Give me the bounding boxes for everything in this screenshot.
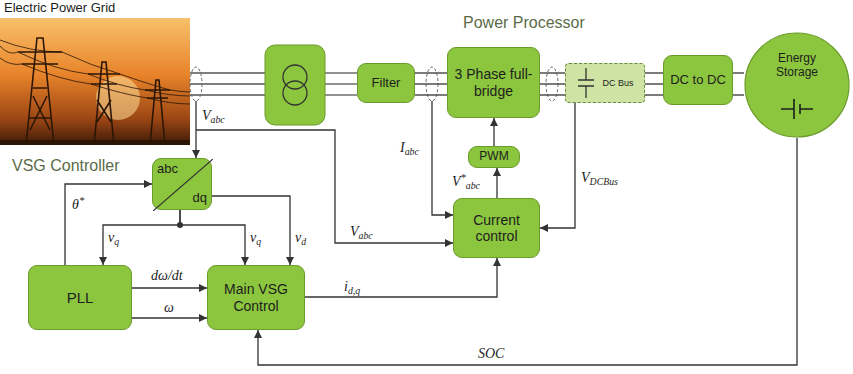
signal-name: SOC xyxy=(478,346,504,361)
signal-name-part: d,q xyxy=(348,285,360,296)
connector xyxy=(132,287,207,288)
signal-name-part: q xyxy=(114,236,119,247)
connector xyxy=(103,210,180,265)
signal-name: vq xyxy=(250,230,261,248)
node-text: DC Bus xyxy=(602,78,633,88)
connector xyxy=(493,118,494,146)
signal-name-part: abc xyxy=(211,114,225,125)
signal-name-part: V xyxy=(350,224,359,239)
capacitor-symbol xyxy=(576,68,596,98)
process-box: Filter xyxy=(357,63,415,103)
battery-plates xyxy=(781,99,813,119)
signal-name: dω/dt xyxy=(151,268,183,283)
signal-name-part: * xyxy=(79,195,84,206)
node-text: dq xyxy=(193,191,207,206)
connector xyxy=(212,196,290,265)
panel-outline xyxy=(342,10,792,267)
divider-line xyxy=(153,159,213,211)
signal-name-part: V xyxy=(581,170,590,185)
dc-bus-box: DC Bus xyxy=(565,63,645,103)
node-text: abc xyxy=(157,162,178,177)
connector xyxy=(645,72,663,73)
node-text: PWM xyxy=(479,150,508,164)
panel-heading: Power Processor xyxy=(463,14,585,32)
signal-name-part: v xyxy=(295,230,301,245)
signal-name-part: V xyxy=(452,174,461,189)
connector xyxy=(733,72,744,73)
transformer-symbol xyxy=(265,45,325,125)
node-text: PLL xyxy=(67,289,94,306)
process-box: PLL xyxy=(28,265,132,330)
group-panel: VSG ControllerabcdqPLLMain VSG Control xyxy=(0,152,330,372)
storage-circle: Energy Storage xyxy=(744,32,850,138)
signal-name: Vabc xyxy=(202,108,225,126)
node-text: DC to DC xyxy=(670,73,726,88)
connector xyxy=(733,94,744,95)
signal-name: VDCBus xyxy=(581,170,618,188)
storage-shape xyxy=(745,33,849,137)
connector xyxy=(540,72,565,73)
signal-name-part: I xyxy=(400,140,405,155)
transform-box: abcdq xyxy=(152,158,212,210)
node-text: Current control xyxy=(457,212,536,244)
node-text: 3 Phase full-bridge xyxy=(451,66,536,98)
signal-name-part: V xyxy=(202,108,211,123)
connector xyxy=(540,83,565,84)
connector xyxy=(540,94,565,95)
process-box: DC to DC xyxy=(663,55,733,105)
signal-name: Iabc xyxy=(400,140,419,158)
signal-name-part: v xyxy=(108,230,114,245)
group-panel: Power ProcessorFilter 3 Phase full-bridge… xyxy=(342,10,792,267)
node-text: Main VSG Control xyxy=(211,281,301,313)
process-box: PWM xyxy=(468,146,520,168)
power-grid-photo xyxy=(0,18,190,145)
signal-name-part: DCBus xyxy=(590,176,618,187)
signal-name-part: θ xyxy=(72,197,79,212)
panel-shape xyxy=(0,152,330,372)
signal-name-part: i xyxy=(344,279,348,294)
node-text: Energy Storage xyxy=(758,52,836,80)
connector xyxy=(496,168,497,198)
signal-name-part: v xyxy=(250,230,256,245)
signal-name-part: abc xyxy=(405,146,419,157)
signal-name-part: q xyxy=(256,236,261,247)
signal-name: Vabc xyxy=(350,224,373,242)
connector xyxy=(415,94,447,95)
signal-name: θ* xyxy=(72,195,84,212)
capacitor-plates xyxy=(578,68,594,98)
panel-heading: VSG Controller xyxy=(12,157,120,175)
battery-symbol xyxy=(781,96,813,122)
storage-outline xyxy=(744,32,850,138)
connector xyxy=(645,83,663,84)
photo-title: Electric Power Grid xyxy=(4,1,115,15)
connector xyxy=(415,72,447,73)
process-box: Main VSG Control xyxy=(207,265,305,330)
signal-name: V*abc xyxy=(452,172,480,191)
connector xyxy=(645,94,663,95)
node-text: Filter xyxy=(372,76,401,91)
node-text: Power Processor xyxy=(463,14,585,32)
connector xyxy=(180,210,245,265)
connector xyxy=(540,103,575,228)
signal-name-part: abc xyxy=(359,230,373,241)
signal-wires xyxy=(196,101,453,243)
connector xyxy=(258,138,797,365)
signal-name: vd xyxy=(295,230,306,248)
connector xyxy=(415,83,447,84)
signal-name-part: d xyxy=(301,236,306,247)
panel-shape xyxy=(342,10,792,267)
signal-name-part: * xyxy=(461,172,466,183)
process-box: Current control xyxy=(453,198,540,258)
storage-text-wrap: Energy Storage xyxy=(758,52,836,80)
signal-name: vq xyxy=(108,230,119,248)
connector xyxy=(305,258,497,297)
connector xyxy=(132,317,207,318)
node-text: VSG Controller xyxy=(12,157,120,175)
signal-name: id,q xyxy=(344,279,360,297)
process-box: 3 Phase full-bridge xyxy=(447,47,540,118)
signal-name-part: abc xyxy=(466,180,480,191)
signal-name: ω xyxy=(164,300,174,315)
